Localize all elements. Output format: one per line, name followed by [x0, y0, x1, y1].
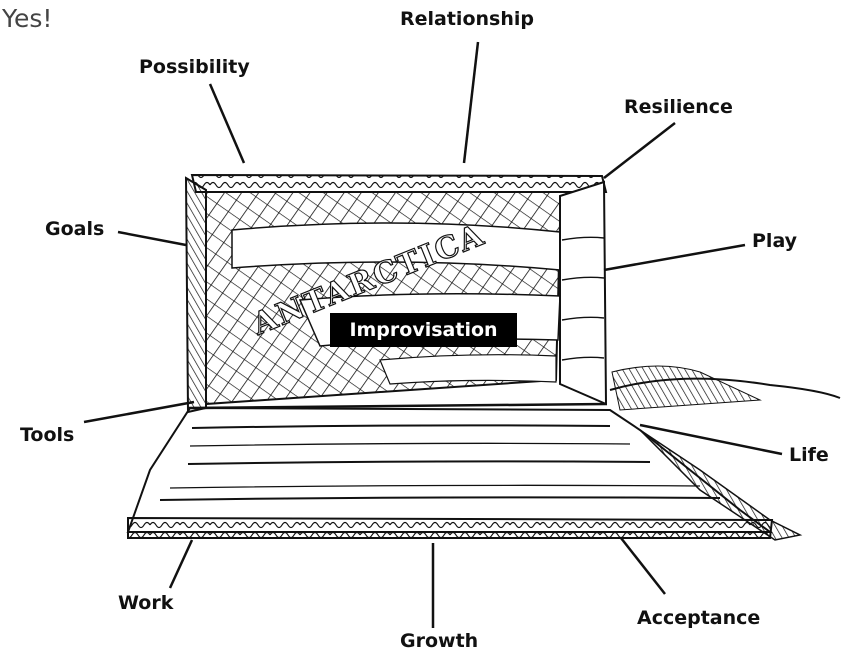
leader-work	[168, 539, 194, 589]
leader-tools	[83, 400, 195, 424]
label-play: Play	[752, 230, 798, 252]
label-growth: Growth	[400, 630, 479, 652]
label-work: Work	[118, 592, 174, 614]
box-frame	[184, 173, 608, 414]
label-possibility: Possibility	[139, 56, 250, 78]
leader-acceptance	[620, 537, 666, 595]
leader-lines	[83, 41, 783, 628]
label-goals: Goals	[45, 218, 105, 240]
label-life: Life	[789, 444, 829, 466]
label-relationship: Relationship	[400, 8, 534, 30]
leader-life	[639, 423, 783, 456]
leader-resilience	[603, 122, 676, 179]
label-resilience: Resilience	[624, 96, 733, 118]
leader-possibility	[208, 83, 246, 164]
label-tools: Tools	[20, 424, 75, 446]
leader-goals	[117, 230, 187, 247]
label-acceptance: Acceptance	[637, 607, 761, 629]
floor-ledge	[126, 365, 841, 541]
leader-play	[603, 243, 746, 272]
leader-relationship	[462, 41, 480, 164]
improvisation-label: Improvisation	[330, 313, 517, 347]
yes-exclamation: Yes!	[2, 4, 53, 33]
